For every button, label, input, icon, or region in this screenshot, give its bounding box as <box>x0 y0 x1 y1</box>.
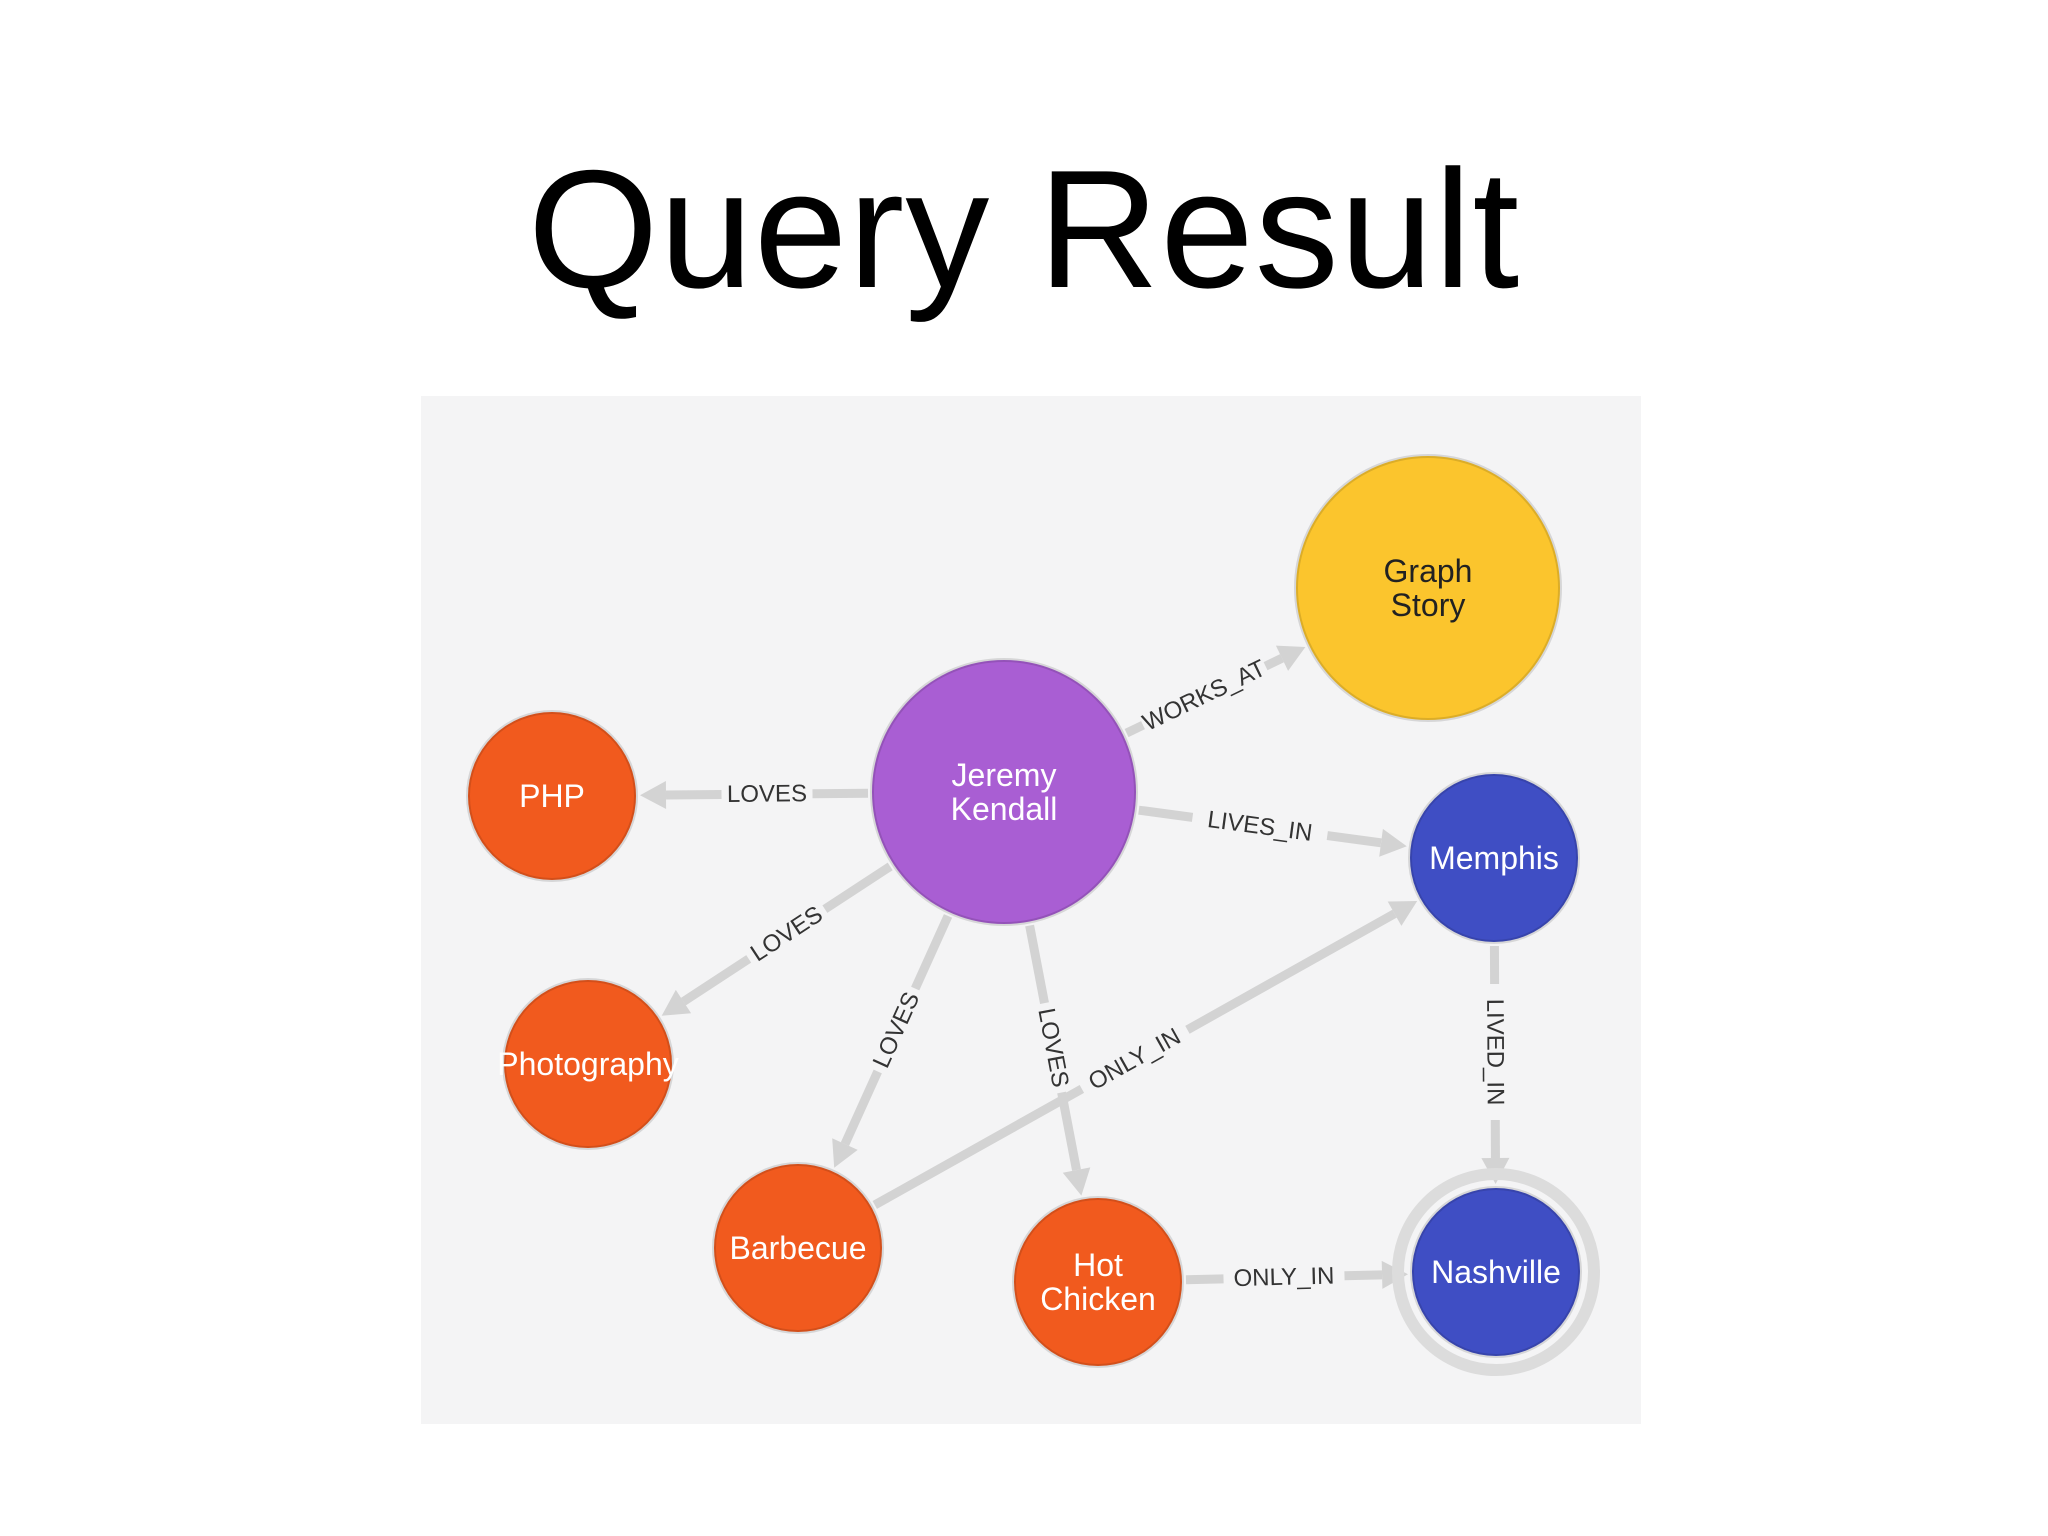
node-memphis[interactable]: Memphis <box>1408 772 1580 944</box>
arrowhead-icon <box>1387 901 1418 926</box>
arrowhead-icon <box>1062 1167 1091 1196</box>
relationship-line <box>680 955 752 1006</box>
relationship-r1[interactable]: WORKS_AT <box>1124 645 1306 738</box>
node-label: Nashville <box>1431 1254 1561 1290</box>
relationship-r2[interactable]: LOVES <box>640 780 869 809</box>
arrowhead-icon <box>640 781 667 809</box>
node-php[interactable]: PHP <box>466 710 638 882</box>
relationship-r5[interactable]: LOVES <box>832 914 953 1168</box>
node-circle <box>870 658 1138 926</box>
node-label: Story <box>1391 587 1466 623</box>
node-circle <box>466 710 638 882</box>
node-label: Photography <box>497 1046 678 1082</box>
relationship-label: ONLY_IN <box>1233 1263 1335 1293</box>
relationship-r6[interactable]: LOVES <box>1025 924 1091 1196</box>
relationship-line <box>1326 831 1382 848</box>
relationship-line <box>1138 805 1194 822</box>
arrowhead-icon <box>1275 645 1306 671</box>
node-circle <box>712 1162 884 1334</box>
slide-title: Query Result <box>527 135 1521 323</box>
relationship-line <box>1185 1274 1224 1285</box>
node-circle <box>1294 454 1562 722</box>
relationship-r4[interactable]: LOVES <box>661 862 893 1016</box>
relationship-line <box>840 1069 882 1146</box>
arrowhead-icon <box>661 989 692 1016</box>
node-label: Barbecue <box>730 1230 867 1266</box>
node-circle <box>1012 1196 1184 1368</box>
node-photography[interactable]: Photography <box>497 978 679 1150</box>
node-circle <box>502 978 674 1150</box>
relationship-label: LOVES <box>1032 1006 1074 1090</box>
relationship-label: LOVES <box>727 780 807 808</box>
relationship-r7[interactable]: ONLY_IN <box>872 901 1418 1209</box>
relationship-line <box>872 1085 1085 1209</box>
relationship-line <box>1185 909 1397 1034</box>
relationship-label: WORKS_AT <box>1139 655 1271 737</box>
relationship-line <box>1057 1091 1081 1171</box>
node-label: Kendall <box>951 791 1058 827</box>
relationship-label: LOVES <box>868 988 926 1072</box>
relationship-r3[interactable]: LIVES_IN <box>1138 805 1407 857</box>
relationship-line <box>822 862 893 913</box>
node-circle <box>1408 772 1580 944</box>
relationship-r8[interactable]: LIVED_IN <box>1481 945 1510 1184</box>
relationship-line <box>1124 721 1145 738</box>
relationship-line <box>1263 654 1284 671</box>
node-circle <box>1410 1186 1582 1358</box>
node-nashville[interactable]: Nashville <box>1392 1168 1600 1376</box>
arrowhead-icon <box>1379 828 1407 857</box>
node-label: Memphis <box>1429 840 1559 876</box>
relationship-line <box>1344 1270 1383 1281</box>
node-label: Chicken <box>1040 1281 1156 1317</box>
node-barbecue[interactable]: Barbecue <box>712 1162 884 1334</box>
relationship-label: LIVES_IN <box>1206 806 1314 847</box>
selection-ring <box>1392 1168 1600 1376</box>
node-label: Hot <box>1073 1247 1123 1283</box>
relationship-label: LOVES <box>746 901 828 967</box>
node-label: Graph <box>1384 553 1473 589</box>
arrowhead-icon <box>832 1138 858 1168</box>
relationship-label: LIVED_IN <box>1481 999 1509 1106</box>
node-label: PHP <box>519 778 585 814</box>
relationship-r9[interactable]: ONLY_IN <box>1185 1260 1408 1293</box>
node-label: Jeremy <box>952 757 1057 793</box>
relationship-line <box>1025 924 1049 1004</box>
relationship-label: ONLY_IN <box>1084 1023 1185 1096</box>
relationship-line <box>911 914 953 991</box>
